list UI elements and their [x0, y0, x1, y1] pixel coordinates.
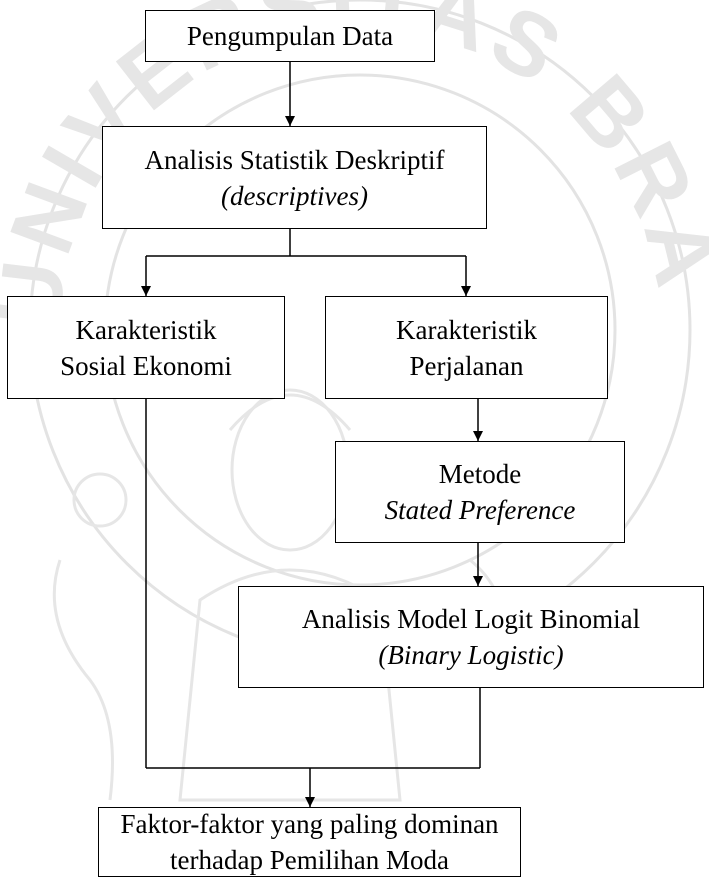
box-faktor-dominan: Faktor-faktor yang paling dominan terhad…: [98, 807, 521, 877]
box-perjalanan-line2: Perjalanan: [409, 350, 524, 381]
box-pengumpulan-data-label: Pengumpulan Data: [186, 21, 394, 51]
box-metode-stated-preference: Metode Stated Preference: [335, 441, 625, 543]
box-logit-line2: (Binary Logistic): [378, 640, 564, 670]
box-logit-line1: Analisis Model Logit Binomial: [301, 604, 641, 634]
box-analisis-statistik: Analisis Statistik Deskriptif (descripti…: [102, 126, 487, 229]
box-sosial-line1: Karakteristik: [75, 314, 217, 345]
box-faktor-line1: Faktor-faktor yang paling dominan: [120, 809, 499, 839]
box-karakteristik-perjalanan: Karakteristik Perjalanan: [325, 296, 608, 399]
box-sosial-line2: Sosial Ekonomi: [60, 350, 232, 381]
box-faktor-line2: terhadap Pemilihan Moda: [170, 845, 449, 875]
box-analisis-logit-binomial: Analisis Model Logit Binomial (Binary Lo…: [238, 586, 704, 688]
box-analisis-statistik-subtitle: (descriptives): [221, 180, 368, 211]
box-perjalanan-line1: Karakteristik: [396, 314, 537, 345]
box-karakteristik-sosial-ekonomi: Karakteristik Sosial Ekonomi: [7, 296, 285, 399]
box-analisis-statistik-title: Analisis Statistik Deskriptif: [144, 144, 445, 175]
box-metode-line1: Metode: [438, 459, 522, 489]
box-pengumpulan-data: Pengumpulan Data: [145, 10, 435, 62]
box-metode-line2: Stated Preference: [384, 495, 576, 525]
